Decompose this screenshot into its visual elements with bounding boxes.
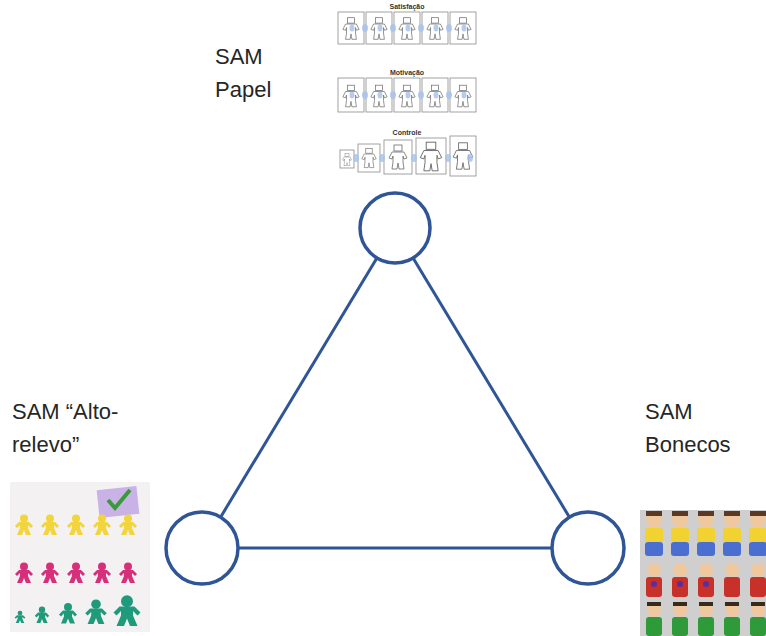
circle-node: SAM Papel (358, 191, 432, 265)
circle-node: SAM Bonecos (550, 510, 626, 586)
sam-relief-photo (10, 482, 150, 632)
scale-heading: Motivação (390, 69, 424, 77)
connector-line (238, 548, 552, 549)
node-heading: SAM Papel (215, 40, 287, 106)
connector-line (221, 258, 377, 517)
circle-outline (550, 510, 626, 586)
circle-node: SAM “Alto-relevo” (164, 510, 240, 586)
circle-outline (358, 191, 432, 265)
scale-heading: Satisfação (389, 3, 424, 11)
node-heading: SAM “Alto-relevo” (12, 395, 184, 461)
circle-outline (164, 510, 240, 586)
circle-shape (552, 512, 624, 584)
circle-shape (166, 512, 238, 584)
connector-stroke (413, 258, 569, 517)
scale-heading: Controle (393, 129, 422, 137)
connector-line (413, 258, 569, 517)
circle-shape (360, 193, 430, 263)
connector-stroke (238, 547, 552, 550)
connector-stroke (221, 258, 377, 517)
node-heading: SAM Bonecos (645, 395, 757, 461)
sam-paper-image (310, 0, 480, 178)
sam-dolls-photo (640, 510, 766, 636)
